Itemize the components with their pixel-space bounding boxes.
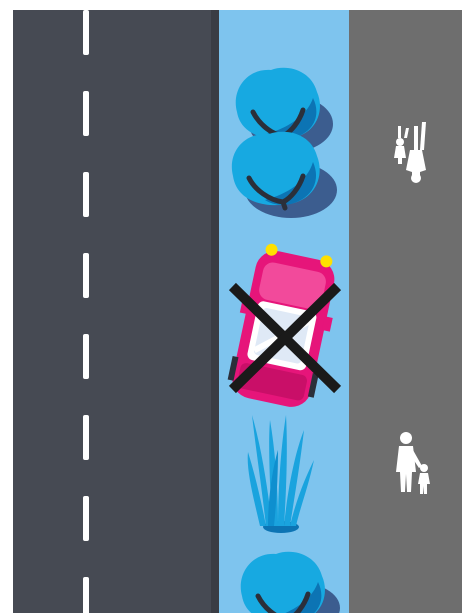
lane-dash (83, 415, 89, 460)
lane-dash (83, 172, 89, 217)
lane-dash (83, 496, 89, 541)
lane-dash (83, 91, 89, 136)
road-surface (13, 10, 219, 613)
sidewalk-strip (349, 10, 462, 613)
road-lane (13, 10, 219, 613)
road-edge (211, 10, 219, 613)
lane-dash (83, 577, 89, 613)
lane-dash (83, 253, 89, 298)
lane-dash (83, 334, 89, 379)
lane-dash (83, 10, 89, 55)
left-margin (0, 0, 13, 613)
